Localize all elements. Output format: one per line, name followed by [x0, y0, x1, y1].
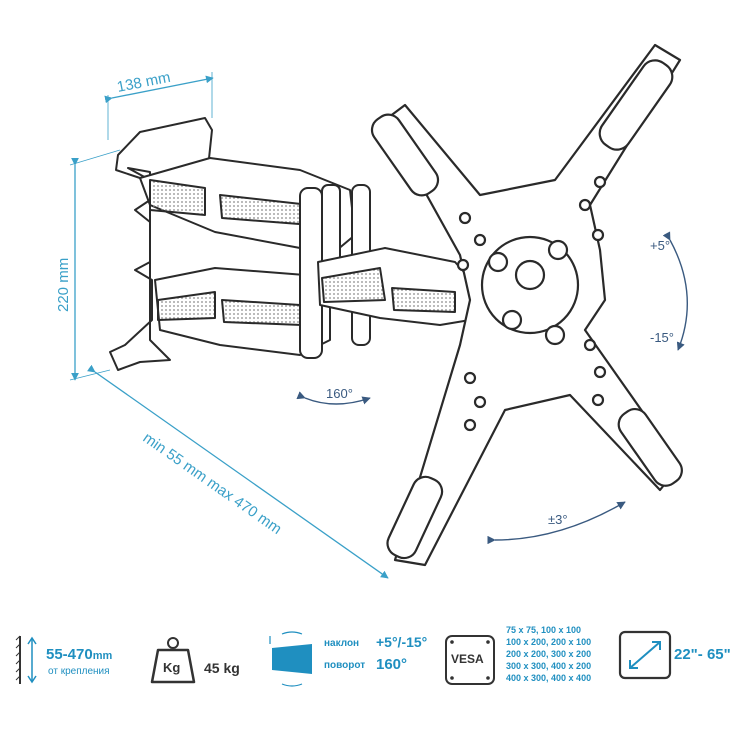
weight-value: 45 kg [204, 660, 240, 676]
screen-size-spec: 22"- 65" [618, 628, 746, 692]
swivel-value: 160° [376, 656, 408, 673]
distance-spec: 55-470mm от крепления [14, 634, 144, 694]
screen-size-icon [618, 630, 672, 680]
tilt-value: +5°/-15° [376, 634, 428, 650]
vesa-size-row: 200 x 200, 300 x 200 [506, 649, 592, 659]
mount-arm-assembly [109, 117, 481, 371]
motion-spec: наклон +5°/-15° поворот 160° [262, 630, 434, 692]
wall-distance-icon [15, 635, 37, 684]
distance-value: 55-470 [46, 646, 93, 663]
tilt-label: наклон [324, 638, 360, 649]
rotation-angle-label: ±3° [548, 512, 568, 527]
tilt-up-label: +5° [650, 238, 670, 253]
screen-size-range: 22"- 65" [674, 646, 731, 663]
tilt-down-label: -15° [650, 330, 674, 345]
distance-caption: от крепления [48, 666, 110, 677]
weight-spec: Kg 45 kg [148, 634, 258, 694]
reach-dimension-label: min 55 mm max 470 mm [140, 429, 285, 538]
spec-bar: 55-470mm от крепления Kg 45 kg наклон +5… [0, 612, 750, 750]
tv-bracket-plate [370, 43, 683, 567]
dimension-lines [69, 72, 389, 579]
vesa-size-row: 300 x 300, 400 x 200 [506, 661, 592, 671]
weight-icon-text: Kg [163, 660, 181, 675]
vesa-size-row: 400 x 300, 400 x 400 [506, 673, 592, 683]
vesa-size-row: 75 x 75, 100 x 100 [506, 625, 582, 635]
height-dimension-label: 220 mm [55, 258, 72, 312]
tv-mount-diagram: 138 mm 220 mm min 55 mm max 470 mm [55, 43, 688, 579]
vesa-size-row: 100 x 200, 200 x 100 [506, 637, 592, 647]
vesa-badge: VESA [451, 652, 484, 666]
vesa-sizes: 75 x 75, 100 x 100 100 x 200, 200 x 100 … [506, 624, 591, 684]
weight-icon [150, 637, 196, 684]
distance-unit: mm [92, 650, 113, 662]
swivel-angle-label: 160° [326, 386, 353, 401]
vesa-spec: VESA 75 x 75, 100 x 100 100 x 200, 200 x… [444, 622, 614, 702]
vesa-icon [445, 635, 495, 685]
tilt-swivel-icon [269, 631, 312, 687]
angle-arrows [296, 231, 688, 545]
swivel-label: поворот [324, 660, 366, 671]
